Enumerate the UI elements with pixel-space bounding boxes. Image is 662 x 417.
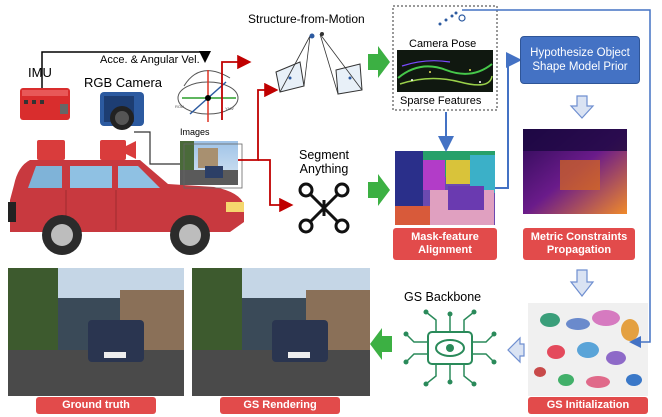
segment-anything-line-1: Segment <box>298 148 350 162</box>
images-thumbnail <box>180 141 243 189</box>
car-illustration <box>8 160 244 255</box>
pose-to-gs-init-arrow <box>462 9 651 348</box>
camera-pose-visual <box>438 11 466 26</box>
images-to-sfm-arrow <box>238 82 279 161</box>
mask-feature-line-1: Mask-feature <box>411 231 479 243</box>
ground-truth-image <box>8 268 184 396</box>
rgb-camera-label: RGB Camera <box>84 75 163 90</box>
camera-to-images-line <box>134 131 180 165</box>
green-arrow-render <box>370 328 392 360</box>
down-arrow-1 <box>569 95 595 119</box>
green-arrow-sam <box>368 174 390 206</box>
rgb-camera-icon <box>100 92 144 130</box>
pose-trajectory-icon: ROLL YAW <box>175 70 239 122</box>
mask-feature-alignment-label: Mask-feature Alignment <box>393 228 497 260</box>
metric-constraints-label: Metric Constraints Propagation <box>523 228 635 260</box>
images-to-sam-arrow <box>258 159 294 213</box>
down-arrow-2 <box>569 269 595 297</box>
gs-initialization-label: GS Initialization <box>528 397 648 414</box>
mask-feature-line-2: Alignment <box>418 244 472 256</box>
camera-marker <box>100 140 136 160</box>
imu-label: IMU <box>28 65 52 80</box>
segment-anything-icon <box>298 182 350 234</box>
imu-device-icon <box>20 76 70 120</box>
svg-text:YAW: YAW <box>225 106 234 111</box>
sfm-frustums-icon <box>275 32 363 95</box>
images-label: Images <box>180 127 210 137</box>
imu-to-sfm-arrow <box>221 54 252 120</box>
segment-anything-line-2: Anything <box>299 162 349 176</box>
ground-truth-label: Ground truth <box>36 397 156 414</box>
gs-backbone-label: GS Backbone <box>404 290 482 304</box>
gs-rendering-label: GS Rendering <box>220 397 340 414</box>
sfm-result-box <box>392 5 498 111</box>
camera-pose-label: Camera Pose <box>409 38 477 50</box>
green-arrow-sfm <box>368 46 390 78</box>
hypothesize-line-1: Hypothesize Object <box>530 47 630 59</box>
sparse-features-visual <box>397 50 493 92</box>
svg-text:ROLL: ROLL <box>175 104 186 109</box>
imu-marker <box>37 140 65 160</box>
segment-anything-label: Segment Anything <box>296 148 352 176</box>
imu-data-line <box>41 51 211 76</box>
gs-rendering-image <box>192 268 370 396</box>
sparse-features-label: Sparse Features <box>400 95 482 107</box>
left-arrow-gs <box>507 336 525 364</box>
sfm-label: Structure-from-Motion <box>248 12 365 26</box>
metric-line-1: Metric Constraints <box>530 231 628 243</box>
gs-initialization-visual <box>528 303 648 396</box>
acce-label: Acce. & Angular Vel. <box>100 54 200 66</box>
hypothesize-line-2: Shape Model Prior <box>532 61 628 73</box>
gs-backbone-icon <box>403 309 497 387</box>
segmentation-image <box>395 151 495 225</box>
metric-line-2: Propagation <box>546 244 612 256</box>
hypothesize-box: Hypothesize Object Shape Model Prior <box>520 36 640 84</box>
mask-to-hypothesis-arrow <box>495 52 522 189</box>
